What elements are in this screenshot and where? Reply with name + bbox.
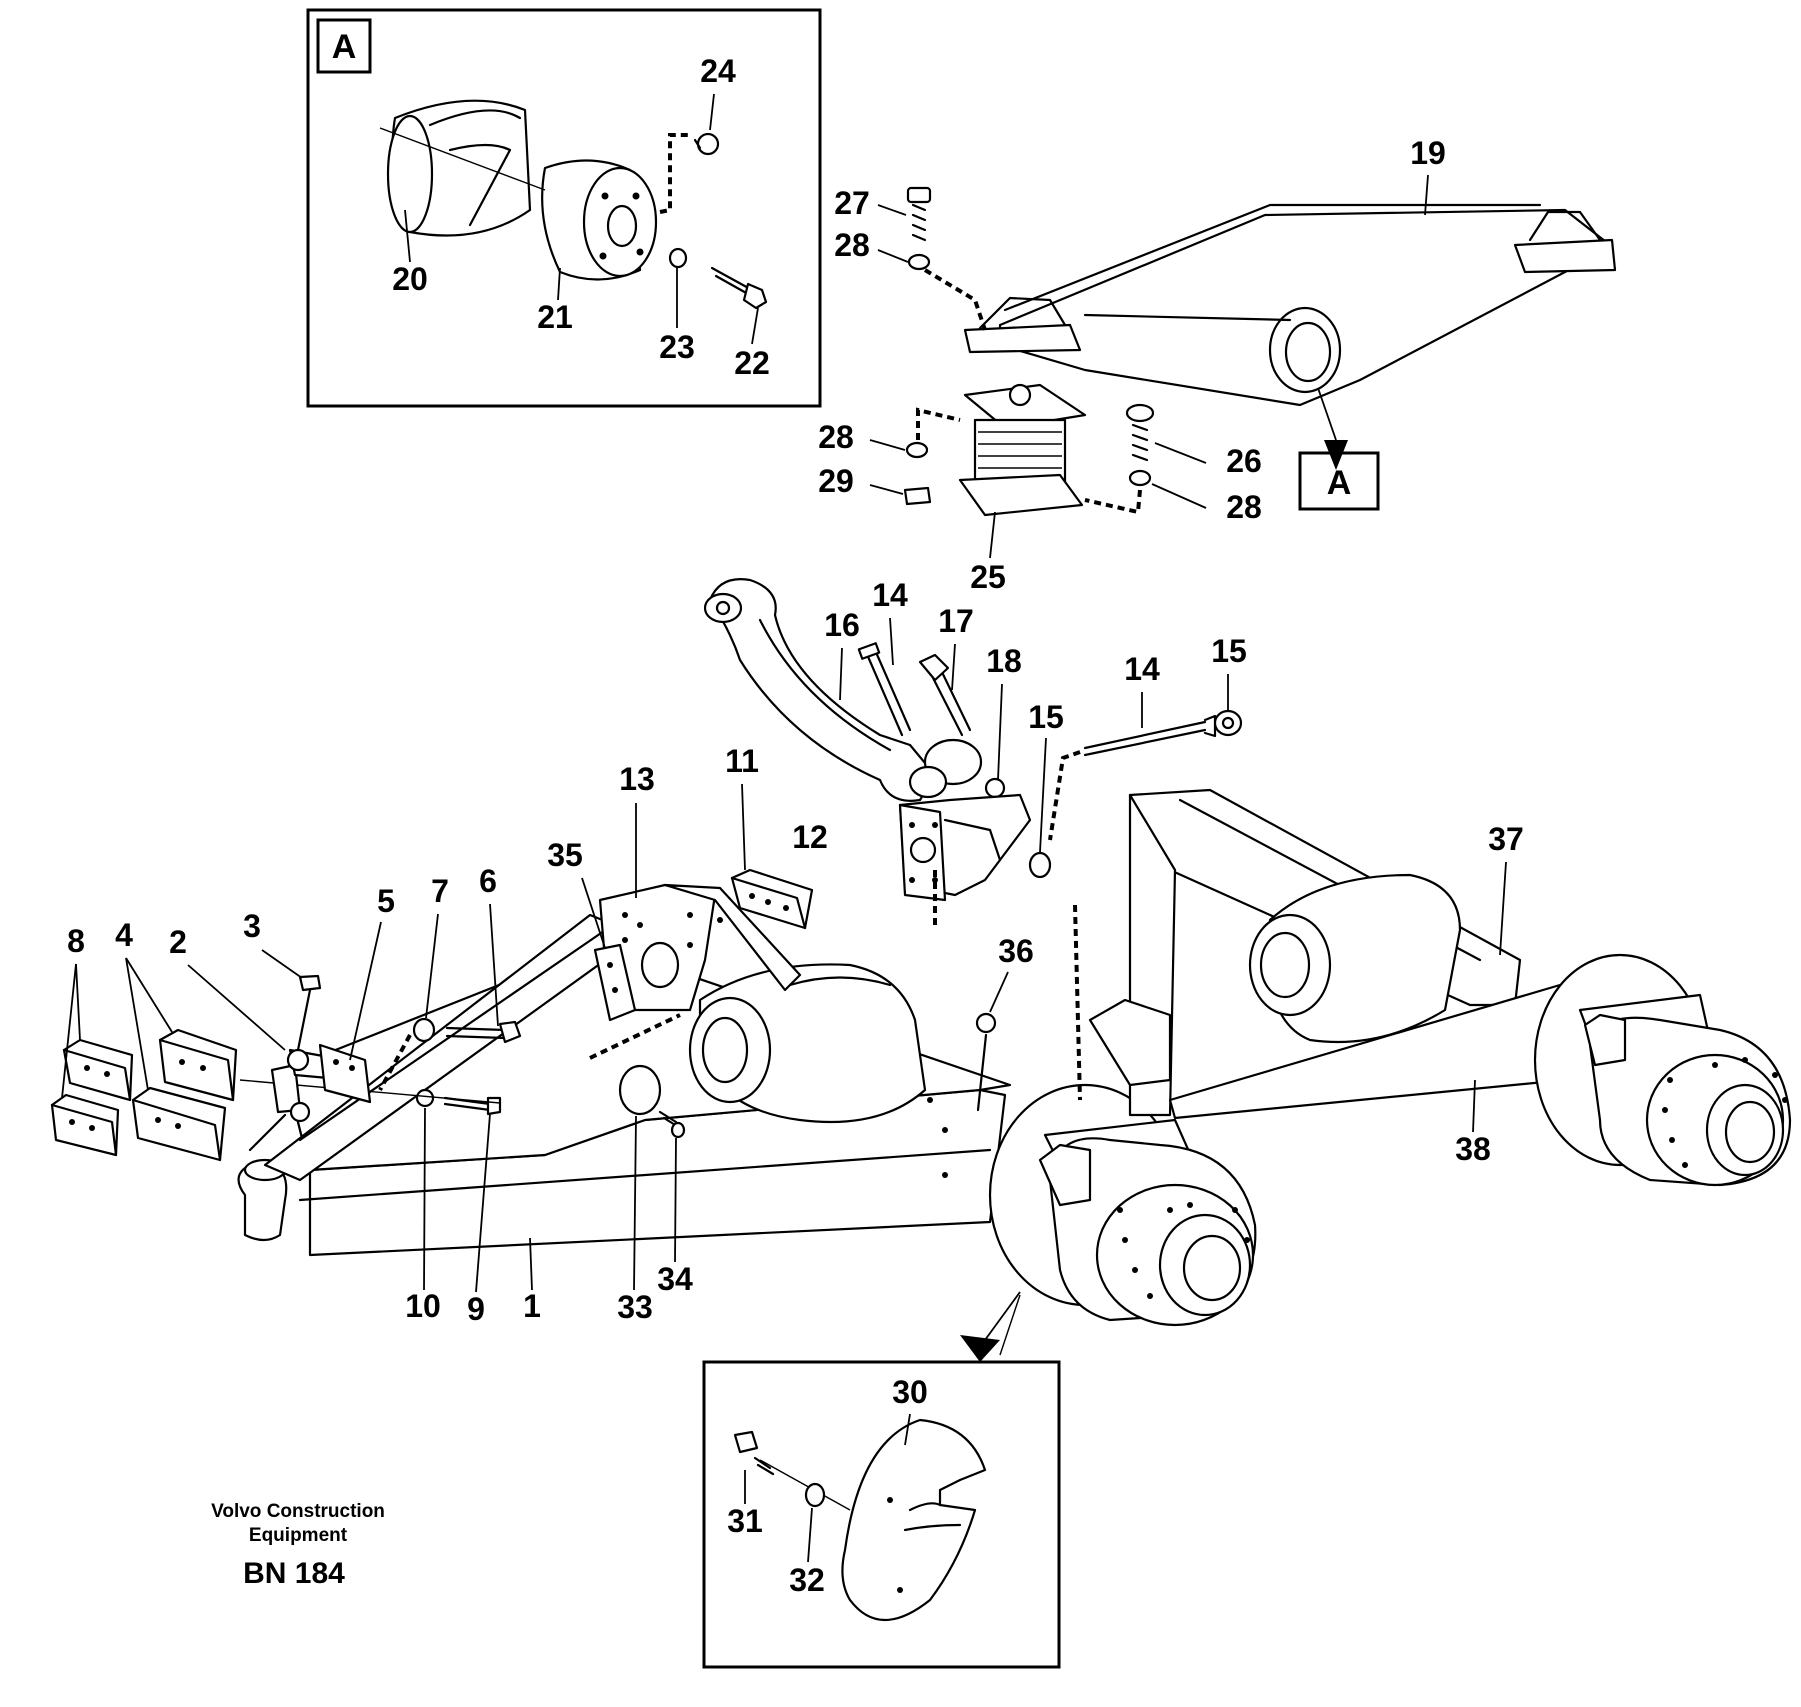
label-28-left: 28 (818, 419, 854, 455)
maker-footer: Volvo Construction Equipment BN 184 (211, 1501, 385, 1590)
pointer-letter: A (1327, 464, 1352, 502)
label-18: 18 (986, 643, 1022, 679)
washer-32 (804, 1482, 826, 1508)
rubber-spring-25 (958, 383, 1087, 517)
nut-18 (984, 777, 1006, 799)
nut-15-right (1213, 709, 1243, 737)
plate-5 (318, 1043, 372, 1104)
rear-axle-37 (1088, 788, 1567, 1120)
bushing-21 (379, 127, 658, 281)
label-28-upper: 28 (834, 227, 870, 263)
detail-30-frame (702, 1360, 1061, 1669)
shield-30 (841, 1418, 987, 1621)
label-30: 30 (892, 1374, 928, 1410)
detail-30-inset: 30 31 32 (702, 1360, 1061, 1669)
washer-28-left (905, 407, 961, 459)
label-32: 32 (789, 1562, 825, 1598)
label-31: 31 (727, 1503, 763, 1539)
label-17: 17 (938, 603, 974, 639)
label-34: 34 (657, 1261, 693, 1297)
label-4: 4 (115, 917, 133, 953)
cover-33 (589, 1013, 681, 1116)
label-6: 6 (479, 863, 497, 899)
maker-line-1: Volvo Construction (211, 1501, 385, 1522)
pad-8-lower (50, 1093, 120, 1157)
label-9: 9 (467, 1291, 485, 1327)
label-33: 33 (617, 1289, 653, 1325)
bogie-frame-19 (963, 203, 1617, 407)
bolt-14-left (857, 642, 912, 737)
label-3: 3 (243, 908, 261, 944)
bolt-17 (918, 653, 972, 737)
washer-23 (668, 247, 688, 269)
label-23: 23 (659, 329, 695, 365)
detail-30-pointer (960, 1291, 1021, 1362)
screw-34 (658, 1110, 686, 1139)
rod-bracket (898, 793, 1052, 930)
label-35: 35 (547, 837, 583, 873)
pad-4-upper (158, 1028, 238, 1102)
label-5: 5 (377, 883, 395, 919)
rear-wheel-hub (1533, 953, 1792, 1187)
label-8: 8 (67, 923, 85, 959)
detail-a-letter-box (316, 18, 372, 74)
plug-36 (975, 1012, 997, 1112)
detail-a-pointer: A (1298, 387, 1380, 511)
label-36: 36 (998, 933, 1034, 969)
label-16: 16 (824, 607, 860, 643)
bearing-ring-20 (386, 99, 532, 237)
maker-line-2: Equipment (249, 1525, 348, 1546)
bolt-31 (733, 1430, 851, 1511)
washer-10 (415, 1088, 435, 1108)
label-28-right: 28 (1226, 489, 1262, 525)
bolt-6 (445, 1020, 522, 1044)
label-1: 1 (523, 1288, 541, 1324)
label-24: 24 (700, 53, 736, 89)
label-38: 38 (1455, 1131, 1491, 1167)
label-10: 10 (405, 1288, 441, 1324)
label-29: 29 (818, 463, 854, 499)
pad-8-upper (62, 1038, 134, 1102)
reaction-rod-16 (703, 578, 983, 802)
bolt-27 (906, 186, 987, 331)
label-21: 21 (537, 299, 573, 335)
bolt-26 (1084, 403, 1155, 515)
bolt-24 (659, 132, 720, 214)
label-26: 26 (1226, 443, 1262, 479)
washer-3 (298, 974, 322, 992)
label-37: 37 (1488, 821, 1524, 857)
nut-29 (903, 486, 932, 506)
label-15-left: 15 (1028, 699, 1064, 735)
detail-a-letter: A (332, 28, 357, 66)
label-22: 22 (734, 345, 770, 381)
label-12: 12 (792, 819, 828, 855)
detail-a-frame (306, 8, 822, 408)
label-15-right: 15 (1211, 633, 1247, 669)
bolt-14-right (1048, 714, 1217, 841)
wear-plate-35 (593, 943, 637, 1022)
label-7: 7 (431, 873, 449, 909)
diagram-code: BN 184 (243, 1557, 345, 1590)
washer-7 (378, 1017, 436, 1091)
bolt-22 (710, 266, 768, 310)
label-27: 27 (834, 185, 870, 221)
shim-11 (730, 868, 814, 930)
label-19: 19 (1410, 135, 1446, 171)
front-differential (688, 963, 927, 1124)
label-20: 20 (392, 261, 428, 297)
pad-4-lower (131, 1086, 227, 1162)
link-dash-36 (1073, 904, 1082, 1101)
label-13: 13 (619, 761, 655, 797)
label-14-left: 14 (872, 577, 908, 613)
label-14-right: 14 (1124, 651, 1160, 687)
label-2: 2 (169, 924, 187, 960)
label-11: 11 (725, 743, 759, 779)
front-wheel-hub (988, 1083, 1257, 1356)
detail-a-inset: A (306, 8, 822, 408)
label-25: 25 (970, 559, 1006, 595)
